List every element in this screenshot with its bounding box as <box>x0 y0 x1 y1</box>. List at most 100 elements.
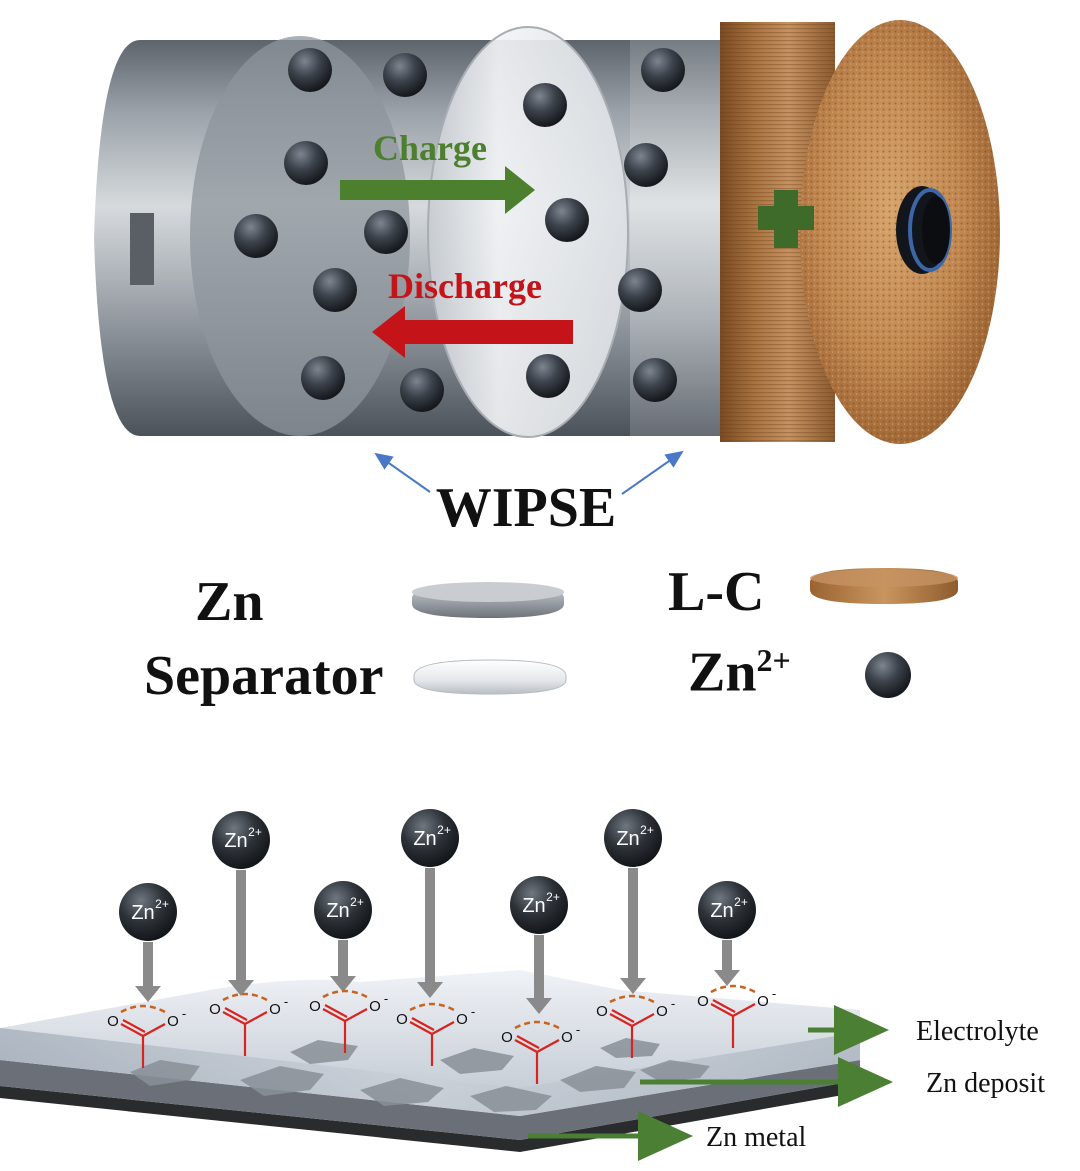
wipse-pointer-right <box>621 450 684 495</box>
coordination-dash <box>609 994 655 1004</box>
negative-charge-label: - <box>671 996 675 1011</box>
legend-zn-ion-base: Zn <box>688 641 757 704</box>
discharge-label: Discharge <box>388 266 542 306</box>
zn-ion-sphere <box>400 368 444 412</box>
oxygen-label: O <box>209 1001 221 1018</box>
zn-ion-sphere <box>401 809 459 867</box>
zn-ion-sphere <box>234 214 278 258</box>
drop-arrow-head <box>330 976 356 992</box>
zn-ion-sphere <box>119 883 177 941</box>
zn-ion-sup: 2+ <box>248 825 262 839</box>
zn-ion-sup: 2+ <box>350 895 364 909</box>
oxygen-label: O <box>757 993 769 1010</box>
zn-ion-sup: 2+ <box>640 823 654 837</box>
zn-ion-sphere <box>624 143 668 187</box>
zn-ion-spheres <box>234 48 685 412</box>
terminal-cap-icon <box>896 186 952 274</box>
oxygen-label: O <box>596 1003 608 1020</box>
legend-separator-label: Separator <box>144 645 384 707</box>
electrolyte-label: Electrolyte <box>916 1016 1039 1047</box>
oxygen-label: O <box>369 998 381 1015</box>
zn-metal-label: Zn metal <box>706 1122 807 1153</box>
zn-ion-sup: 2+ <box>437 823 451 837</box>
legend-zn-ion-sup: 2+ <box>756 642 791 678</box>
bond-line <box>409 1021 433 1035</box>
drop-arrow-head <box>417 982 443 998</box>
minus-sign-icon <box>130 213 154 285</box>
coordination-dash <box>222 992 268 1002</box>
coordination-dash <box>120 1004 166 1014</box>
zn-ion-label: Zn <box>616 828 639 850</box>
charge-arrow <box>340 166 535 214</box>
drop-arrow-shaft <box>534 935 544 1000</box>
drop-arrow-head <box>620 978 646 994</box>
legend-zn-ion-label: Zn2+ <box>688 630 791 703</box>
zn-ion-sphere <box>301 356 345 400</box>
legend-lc-label: L-C <box>668 561 765 623</box>
lc-disc-icon <box>810 568 958 604</box>
coordination-dash <box>710 984 756 994</box>
drop-arrow-shaft <box>628 868 638 980</box>
drop-arrow-shaft <box>722 940 732 972</box>
zn-ion-sphere <box>633 358 677 402</box>
zn-anode-disc <box>190 36 410 436</box>
zn-ion-sphere <box>364 210 408 254</box>
drop-arrow-head <box>228 980 254 996</box>
negative-charge-label: - <box>182 1006 186 1021</box>
coordination-dash <box>409 1002 455 1012</box>
bond-line <box>120 1023 144 1037</box>
zn-deposit-layer <box>0 1060 860 1140</box>
drop-arrow-shaft <box>236 870 246 982</box>
legend-icons <box>412 568 958 698</box>
zn-ion-sup: 2+ <box>734 895 748 909</box>
bond-line <box>122 1019 146 1033</box>
drop-arrow-shaft <box>425 868 435 984</box>
zn-ion-icon <box>865 652 911 698</box>
zn-ion-sphere <box>618 268 662 312</box>
negative-charge-label: - <box>576 1022 580 1037</box>
zn-ion-label: Zn <box>522 895 545 917</box>
negative-charge-label: - <box>772 986 776 1001</box>
oxygen-label: O <box>501 1029 513 1046</box>
oxygen-label: O <box>309 998 321 1015</box>
drop-arrow-head <box>135 986 161 1002</box>
zn-ion-label: Zn <box>326 900 349 922</box>
zn-ion-sphere <box>698 881 756 939</box>
separator-disc-icon <box>413 659 567 695</box>
bond-line <box>631 1013 655 1027</box>
wipse-label: WIPSE <box>436 477 617 539</box>
zn-ion-label: Zn <box>224 830 247 852</box>
zn-ion-sphere <box>545 198 589 242</box>
negative-charge-label: - <box>471 1004 475 1019</box>
zn-deposit-grains <box>130 1038 710 1112</box>
zn-ion-sphere <box>523 83 567 127</box>
zn-ion-label: Zn <box>413 828 436 850</box>
zn-disc-icon <box>412 582 564 618</box>
bond-line <box>244 1011 268 1025</box>
discharge-arrow <box>372 306 573 358</box>
coordination-dash <box>514 1020 560 1030</box>
zn-ion-label: Zn <box>131 902 154 924</box>
oxygen-label: O <box>697 993 709 1010</box>
charge-label: Charge <box>373 128 487 168</box>
bond-line <box>732 1003 756 1017</box>
zn-ion-sphere <box>313 268 357 312</box>
zn-deposit-label: Zn deposit <box>926 1068 1045 1099</box>
zn-ion-sphere <box>510 876 568 934</box>
bond-line <box>142 1023 166 1037</box>
bond-line <box>411 1017 435 1031</box>
zn-ion-sphere <box>284 141 328 185</box>
bond-line <box>712 999 736 1013</box>
oxygen-label: O <box>656 1003 668 1020</box>
battery-diagram: Charge Discharge WIPSE <box>94 20 1000 539</box>
bond-line <box>322 1008 346 1022</box>
oxygen-label: O <box>107 1013 119 1030</box>
negative-charge-label: - <box>384 991 388 1006</box>
bond-line <box>514 1039 538 1053</box>
drop-arrow-head <box>714 970 740 986</box>
zn-ion-label: Zn <box>710 900 733 922</box>
coordination-dash <box>322 989 368 999</box>
zn-ion-sphere <box>383 53 427 97</box>
bond-line <box>611 1009 635 1023</box>
zn-ion-sphere <box>604 809 662 867</box>
